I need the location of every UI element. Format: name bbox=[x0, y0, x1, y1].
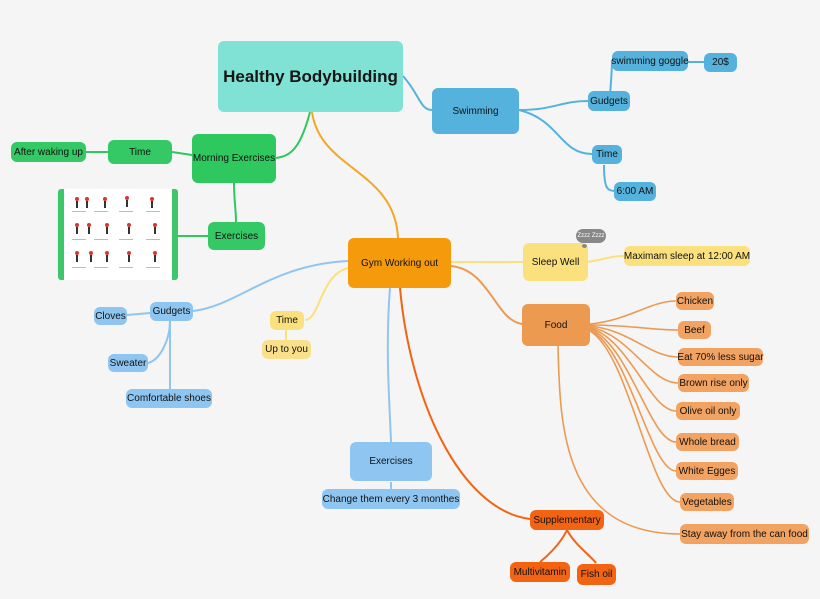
up-to-you-node[interactable]: Up to you bbox=[262, 340, 311, 359]
swim-price-node[interactable]: 20$ bbox=[704, 53, 737, 72]
shoes-node[interactable]: Comfortable shoes bbox=[126, 389, 212, 408]
gym-gudgets-node[interactable]: Gudgets bbox=[150, 302, 193, 321]
swim-time-value-node[interactable]: 6:00 AM bbox=[614, 182, 656, 201]
gym-exercises-label: Exercises bbox=[369, 456, 413, 467]
cloud-dot-icon bbox=[582, 244, 587, 248]
olive-node[interactable]: Olive oil only bbox=[676, 402, 740, 420]
gym-time-node[interactable]: Time bbox=[270, 311, 304, 330]
swimming-label: Swimming bbox=[452, 105, 499, 117]
change-exercises-node[interactable]: Change them every 3 monthes bbox=[322, 489, 460, 509]
swim-goggle-node[interactable]: swimming goggle bbox=[611, 51, 689, 71]
morning-time-label: Time bbox=[129, 146, 151, 158]
swim-time-label: Time bbox=[596, 149, 618, 160]
sugar-node[interactable]: Eat 70% less sugar bbox=[677, 348, 764, 366]
sweater-label: Sweater bbox=[109, 357, 147, 369]
sleep-cloud-text: Zzzz Zzzz bbox=[577, 233, 605, 239]
gym-node[interactable]: Gym Working out bbox=[348, 238, 451, 288]
food-label: Food bbox=[544, 319, 568, 331]
eggs-label: White Egges bbox=[678, 465, 736, 477]
swim-goggle-label: swimming goggle bbox=[611, 55, 689, 67]
swim-time-value-label: 6:00 AM bbox=[616, 186, 654, 197]
sleep-label: Sleep Well bbox=[531, 256, 580, 268]
canned-node[interactable]: Stay away from the can food bbox=[680, 524, 809, 544]
morning-label: Morning Exercises bbox=[192, 153, 276, 164]
fish-oil-node[interactable]: Fish oil bbox=[577, 564, 616, 585]
swim-price-label: 20$ bbox=[712, 57, 729, 68]
beef-node[interactable]: Beef bbox=[678, 321, 711, 339]
multivitamin-node[interactable]: Multivitamin bbox=[510, 562, 570, 582]
eggs-node[interactable]: White Egges bbox=[676, 462, 738, 480]
beef-label: Beef bbox=[684, 324, 705, 336]
gym-gudgets-label: Gudgets bbox=[152, 306, 191, 317]
root-node[interactable]: Healthy Bodybuilding bbox=[218, 41, 403, 112]
rice-label: Brown rise only bbox=[679, 377, 748, 389]
bread-node[interactable]: Whole bread bbox=[676, 433, 739, 451]
after-waking-node[interactable]: After waking up bbox=[11, 142, 86, 162]
shoes-label: Comfortable shoes bbox=[127, 393, 211, 404]
sugar-label: Eat 70% less sugar bbox=[677, 351, 764, 363]
canned-label: Stay away from the can food bbox=[681, 528, 808, 540]
vegetables-label: Vegetables bbox=[682, 496, 732, 508]
max-sleep-node[interactable]: Maximam sleep at 12:00 AM bbox=[624, 246, 750, 266]
fish-oil-label: Fish oil bbox=[580, 569, 613, 580]
morning-exercises-label: Exercises bbox=[214, 230, 259, 242]
vegetables-node[interactable]: Vegetables bbox=[680, 493, 734, 511]
bread-label: Whole bread bbox=[679, 436, 736, 448]
exercise-illustration bbox=[58, 189, 178, 280]
gym-time-label: Time bbox=[276, 315, 298, 326]
cloves-node[interactable]: Cloves bbox=[94, 307, 127, 325]
multivitamin-label: Multivitamin bbox=[513, 566, 567, 578]
max-sleep-label: Maximam sleep at 12:00 AM bbox=[623, 250, 751, 262]
up-to-you-label: Up to you bbox=[265, 344, 308, 355]
chicken-node[interactable]: Chicken bbox=[676, 292, 714, 310]
food-node[interactable]: Food bbox=[522, 304, 590, 346]
swim-gudgets-label: Gudgets bbox=[590, 95, 628, 107]
after-waking-label: After waking up bbox=[14, 146, 83, 158]
supplementary-label: Supplementary bbox=[533, 514, 601, 526]
root-label: Healthy Bodybuilding bbox=[223, 66, 398, 86]
swim-gudgets-node[interactable]: Gudgets bbox=[588, 91, 630, 111]
sleep-cloud-icon: Zzzz Zzzz bbox=[576, 229, 606, 243]
chicken-label: Chicken bbox=[676, 295, 714, 307]
swim-time-node[interactable]: Time bbox=[592, 145, 622, 164]
supplementary-node[interactable]: Supplementary bbox=[530, 510, 604, 530]
change-exercises-label: Change them every 3 monthes bbox=[322, 493, 460, 505]
gym-label: Gym Working out bbox=[360, 257, 439, 269]
morning-exercises-node[interactable]: Exercises bbox=[208, 222, 265, 250]
swimming-node[interactable]: Swimming bbox=[432, 88, 519, 134]
olive-label: Olive oil only bbox=[679, 405, 737, 417]
morning-node[interactable]: Morning Exercises bbox=[192, 134, 276, 183]
rice-node[interactable]: Brown rise only bbox=[678, 374, 749, 392]
morning-time-node[interactable]: Time bbox=[108, 140, 172, 164]
sweater-node[interactable]: Sweater bbox=[108, 354, 148, 372]
sleep-node[interactable]: Sleep Well bbox=[523, 243, 588, 281]
cloves-label: Cloves bbox=[95, 310, 126, 322]
gym-exercises-node[interactable]: Exercises bbox=[350, 442, 432, 481]
